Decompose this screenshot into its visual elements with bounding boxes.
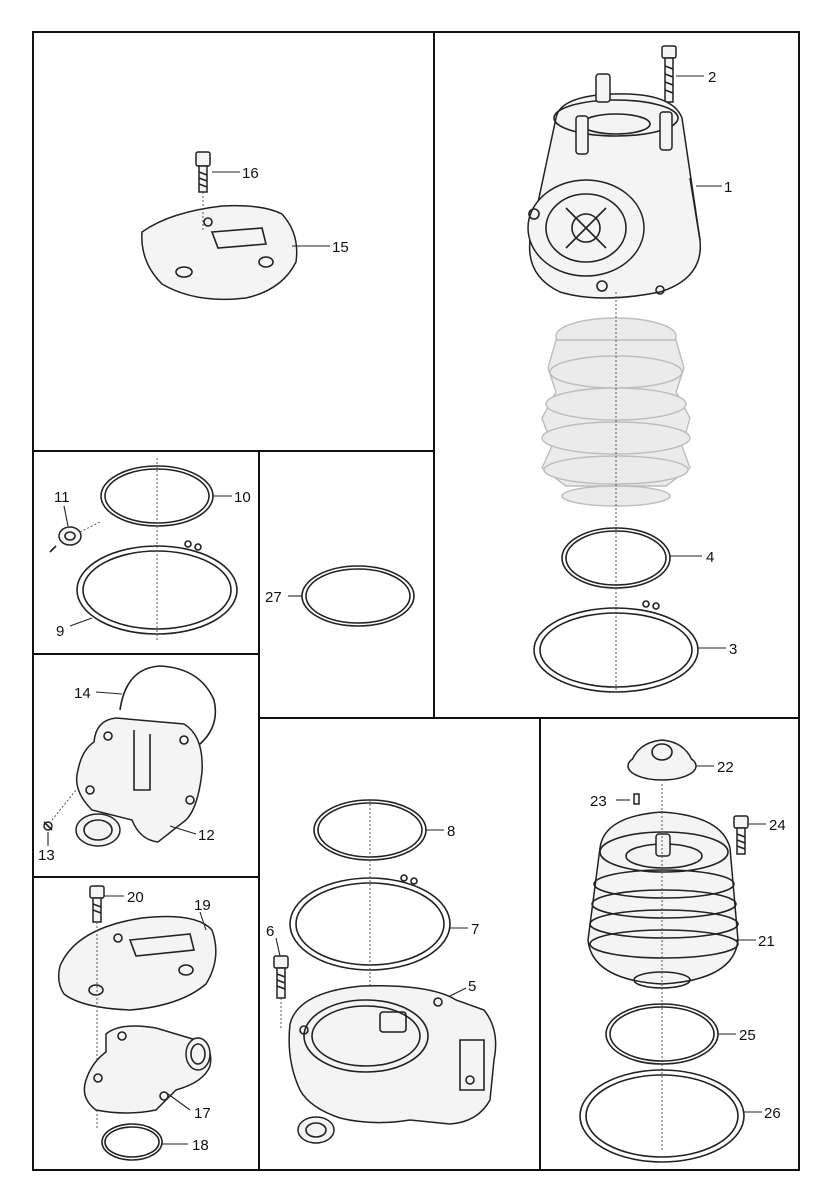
callout-1: 1 <box>724 179 732 196</box>
callout-labels: 1 2 3 4 5 6 7 8 9 10 11 12 13 14 15 16 1… <box>38 69 786 1154</box>
callout-16: 16 <box>242 165 259 182</box>
bolt-6 <box>273 955 289 999</box>
callout-27: 27 <box>265 589 282 606</box>
bolt-24 <box>733 815 749 855</box>
callout-17: 17 <box>194 1105 211 1122</box>
callout-24: 24 <box>769 817 786 834</box>
o-ring-4 <box>561 527 671 589</box>
panel-rings-left <box>49 458 238 640</box>
seal-ring-26 <box>579 1069 745 1163</box>
callout-12: 12 <box>198 827 215 844</box>
callout-4: 4 <box>706 549 714 566</box>
cap-22 <box>627 739 697 781</box>
cover-plate-19 <box>57 915 217 1011</box>
seal-ring-3 <box>533 600 699 693</box>
panel-bottom-center <box>273 799 497 1144</box>
filter-housing-1 <box>527 73 702 299</box>
callout-20: 20 <box>127 889 144 906</box>
clip-11 <box>49 526 82 553</box>
thermostat-housing-5 <box>288 985 497 1144</box>
panel-bottom-right <box>579 739 766 1163</box>
callout-18: 18 <box>192 1137 209 1154</box>
callout-8: 8 <box>447 823 455 840</box>
filter-element <box>541 317 691 507</box>
bolt-2 <box>661 45 677 103</box>
panel-frames <box>32 31 800 1171</box>
thermostat-housing-12 <box>75 717 203 847</box>
screw-13 <box>43 821 53 831</box>
o-ring-18 <box>101 1123 163 1161</box>
callout-13: 13 <box>38 847 55 864</box>
callout-7: 7 <box>471 921 479 938</box>
callout-2: 2 <box>708 69 716 86</box>
callout-15: 15 <box>332 239 349 256</box>
pin-23 <box>633 793 640 805</box>
panel-ring-27 <box>288 565 415 627</box>
callout-9: 9 <box>56 623 64 640</box>
callout-22: 22 <box>717 759 734 776</box>
callout-6: 6 <box>266 923 274 940</box>
filter-cover-21 <box>587 811 739 989</box>
panel-top-left <box>141 151 330 301</box>
callout-14: 14 <box>74 685 91 702</box>
callout-26: 26 <box>764 1105 781 1122</box>
callout-19: 19 <box>194 897 211 914</box>
callout-23: 23 <box>590 793 607 810</box>
callout-3: 3 <box>729 641 737 658</box>
callout-25: 25 <box>739 1027 756 1044</box>
callout-5: 5 <box>468 978 476 995</box>
callout-21: 21 <box>758 933 775 950</box>
bolt-16 <box>195 151 211 193</box>
cover-plate-15 <box>141 204 298 301</box>
panel-bottom-left <box>57 885 217 1161</box>
callout-10: 10 <box>234 489 251 506</box>
callout-11: 11 <box>54 489 70 506</box>
thermostat-housing-17 <box>83 1025 212 1114</box>
gasket-14 <box>119 665 217 745</box>
bolt-20 <box>89 885 105 923</box>
panel-housing-left <box>43 665 217 847</box>
panel-top-right <box>527 45 726 693</box>
o-ring-27 <box>301 565 415 627</box>
